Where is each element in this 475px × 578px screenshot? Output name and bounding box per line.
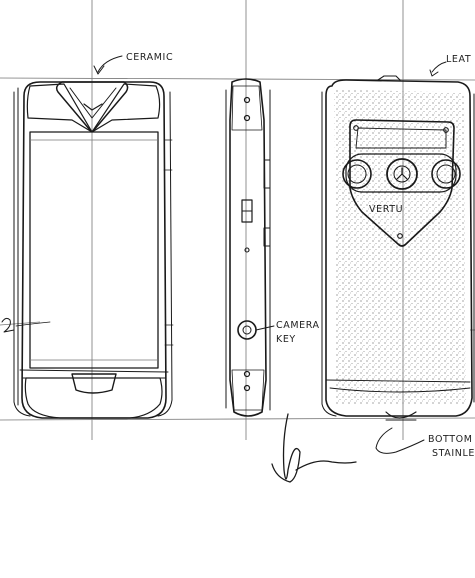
ceramic-label: CERAMIC: [126, 52, 173, 63]
camera-key-label-2: KEY: [276, 334, 296, 345]
back-lens-left: [342, 159, 372, 189]
bottom-label-2: STAINLESS: [432, 448, 475, 459]
side-view: [225, 78, 275, 417]
badge-text: VERTU: [369, 204, 403, 215]
bottom-chin: [24, 377, 163, 419]
top-ceramic-band: [26, 83, 161, 133]
back-lens-center: [386, 158, 418, 190]
back-view: VERTU: [321, 75, 475, 421]
leather-label: LEAT: [446, 54, 471, 65]
camera-key-label-1: CAMERA: [276, 320, 320, 331]
signature: [271, 413, 357, 483]
bottom-label-1: BOTTOM: [428, 434, 473, 445]
bottom-key: [71, 373, 117, 394]
annotations: CERAMIC LEAT CAMERA KEY BOTTOM STAINLESS: [93, 52, 475, 483]
front-view: [1, 81, 174, 419]
camera-key: [237, 320, 257, 340]
screen: [29, 131, 159, 369]
back-lens-right: [431, 159, 461, 189]
back-shield-badge: [349, 119, 455, 247]
